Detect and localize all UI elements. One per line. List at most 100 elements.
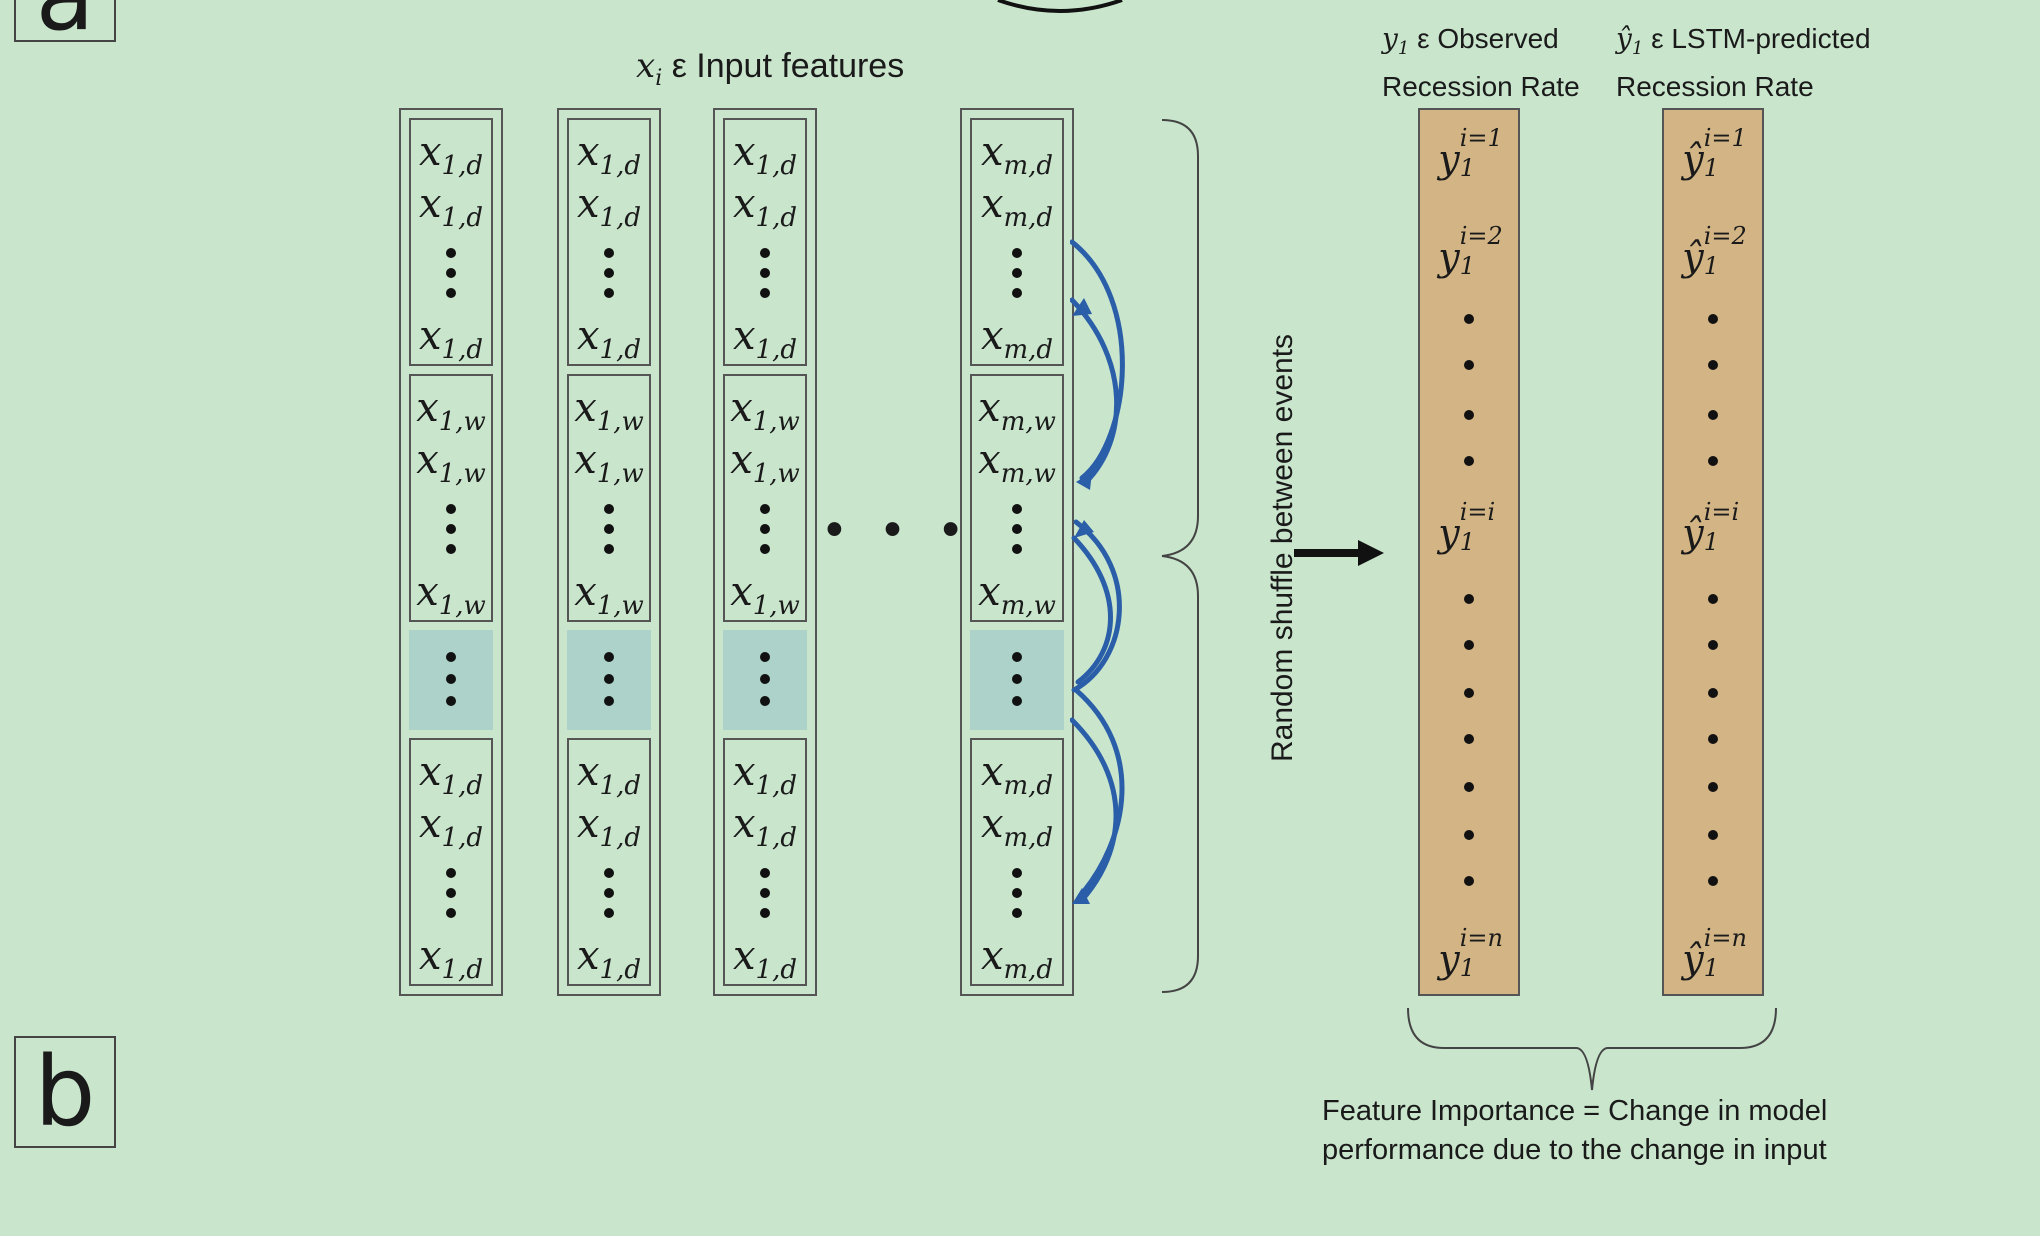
feature-term: x1,d — [732, 749, 797, 801]
vertical-ellipsis-dot — [1012, 288, 1022, 298]
feature-term: xm,d — [980, 749, 1054, 801]
feature-term: x1,w — [416, 437, 486, 489]
vertical-ellipsis-dot — [1708, 594, 1718, 604]
vertical-ellipsis-dot — [760, 674, 770, 684]
vertical-ellipsis-dot — [1012, 248, 1022, 258]
feature-term: xm,d — [980, 933, 1054, 985]
vertical-ellipsis-dot — [1708, 410, 1718, 420]
vertical-ellipsis-dot — [446, 524, 456, 534]
vertical-ellipsis-dot — [1464, 360, 1474, 370]
feature-term: xm,w — [978, 569, 1056, 621]
feature-term: x1,w — [416, 385, 486, 437]
vertical-ellipsis-dot — [1012, 524, 1022, 534]
vertical-ellipsis-dot — [1708, 456, 1718, 466]
feature-term: xm,w — [978, 385, 1056, 437]
gap-band — [409, 630, 493, 730]
vertical-ellipsis-dot — [446, 248, 456, 258]
vertical-ellipsis-dot — [604, 908, 614, 918]
feature-term: x1,d — [576, 313, 641, 365]
vertical-ellipsis-dot — [604, 652, 614, 662]
vertical-ellipsis-dot — [760, 908, 770, 918]
vertical-ellipsis-dot — [1464, 734, 1474, 744]
vertical-ellipsis-dot — [1464, 410, 1474, 420]
vertical-ellipsis-dot — [604, 674, 614, 684]
shuffle-brace — [1161, 119, 1199, 993]
vertical-ellipsis-dot — [760, 524, 770, 534]
top-circle-fragment — [997, 0, 1123, 13]
vertical-ellipsis-dot — [1464, 830, 1474, 840]
vertical-ellipsis-dot — [446, 288, 456, 298]
feature-term: xm,d — [980, 129, 1054, 181]
vertical-ellipsis-dot — [1012, 268, 1022, 278]
feature-term: x1,w — [574, 437, 644, 489]
vertical-ellipsis-dot — [1464, 640, 1474, 650]
vertical-ellipsis-dot — [1012, 544, 1022, 554]
vertical-ellipsis-dot — [1708, 782, 1718, 792]
vertical-ellipsis-dot — [1708, 876, 1718, 886]
feature-term: x1,d — [576, 749, 641, 801]
vertical-ellipsis-dot — [1708, 734, 1718, 744]
feature-term: x1,d — [732, 181, 797, 233]
shuffle-arrows — [1070, 239, 1125, 904]
gap-band — [970, 630, 1064, 730]
feature-term: x1,w — [574, 569, 644, 621]
vertical-ellipsis-dot — [1708, 830, 1718, 840]
feature-term: x1,d — [418, 933, 483, 985]
vertical-ellipsis-dot — [446, 544, 456, 554]
vertical-ellipsis-dot — [760, 288, 770, 298]
feature-term: x1,w — [730, 437, 800, 489]
vertical-ellipsis-dot — [604, 288, 614, 298]
vertical-ellipsis-dot — [760, 504, 770, 514]
vertical-ellipsis-dot — [1012, 696, 1022, 706]
vertical-ellipsis-dot — [1464, 876, 1474, 886]
vertical-ellipsis-dot — [760, 888, 770, 898]
feature-term: x1,d — [418, 313, 483, 365]
gap-band — [567, 630, 651, 730]
panel-label-a: a — [14, 0, 116, 44]
feature-importance-brace — [1407, 1007, 1777, 1091]
feature-term: x1,w — [416, 569, 486, 621]
feature-term: xm,d — [980, 181, 1054, 233]
vertical-ellipsis-dot — [1012, 888, 1022, 898]
vertical-ellipsis-dot — [1708, 688, 1718, 698]
vertical-ellipsis-dot — [446, 652, 456, 662]
feature-term: x1,d — [418, 181, 483, 233]
vertical-ellipsis-dot — [760, 544, 770, 554]
feature-term: x1,d — [576, 181, 641, 233]
feature-term: x1,d — [732, 801, 797, 853]
input-features-heading: xi ε Input features — [636, 46, 905, 91]
vertical-ellipsis-dot — [446, 868, 456, 878]
vertical-ellipsis-dot — [446, 696, 456, 706]
vertical-ellipsis-dot — [604, 524, 614, 534]
feature-term: x1,d — [576, 801, 641, 853]
feature-term: x1,d — [576, 129, 641, 181]
feature-term: x1,w — [574, 385, 644, 437]
vertical-ellipsis-dot — [1012, 652, 1022, 662]
vertical-ellipsis-dot — [604, 248, 614, 258]
feature-term: x1,w — [730, 385, 800, 437]
vertical-ellipsis-dot — [446, 504, 456, 514]
vertical-ellipsis-dot — [446, 888, 456, 898]
vertical-ellipsis-dot — [1012, 908, 1022, 918]
vertical-ellipsis-dot — [446, 268, 456, 278]
vertical-ellipsis-dot — [1464, 456, 1474, 466]
